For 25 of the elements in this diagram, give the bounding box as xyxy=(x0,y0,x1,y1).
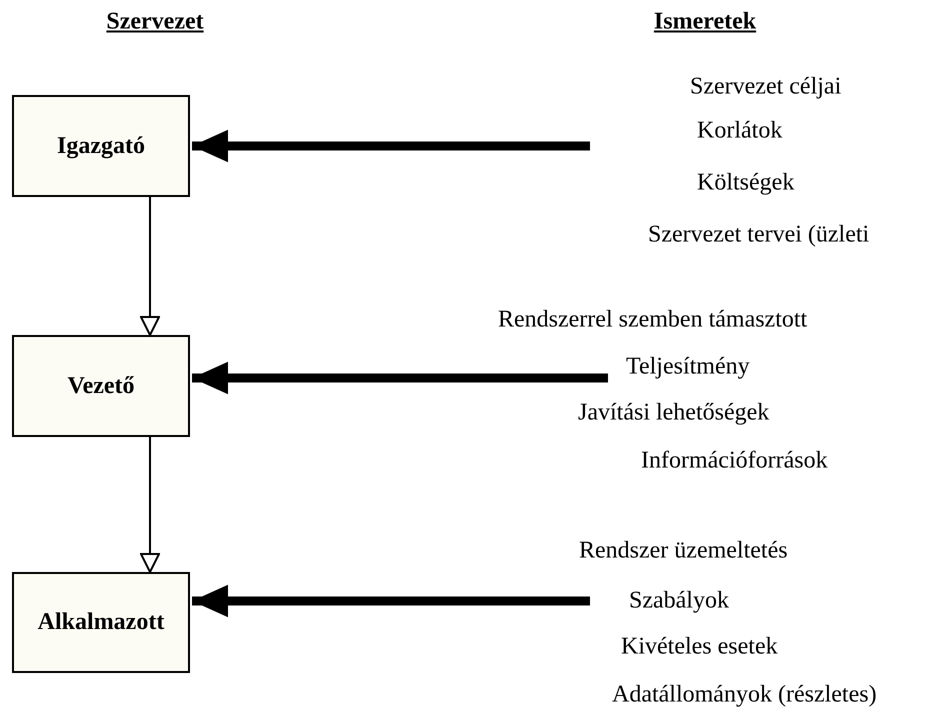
knowledge-item: Rendszer üzemeltetés xyxy=(579,538,788,564)
knowledge-item: Rendszerrel szemben támasztott xyxy=(498,306,808,334)
knowledge-item: Korlátok xyxy=(697,118,782,144)
knowledge-item: Javítási lehetőségek xyxy=(578,400,770,426)
knowledge-item: Szervezet céljai xyxy=(690,74,842,100)
thick-arrow xyxy=(192,584,590,618)
knowledge-item: Költségek xyxy=(697,170,794,196)
column-heading: Szervezet xyxy=(106,8,204,36)
role-name: Alkalmazott xyxy=(38,609,164,636)
knowledge-item: Információforrások xyxy=(641,448,828,474)
role-box xyxy=(12,572,190,673)
thick-arrow xyxy=(192,130,590,162)
knowledge-item: Kivételes esetek xyxy=(621,634,778,660)
role-box xyxy=(12,335,190,437)
column-heading: Ismeretek xyxy=(654,8,756,36)
knowledge-item: Szervezet tervei (üzleti xyxy=(648,222,870,248)
thick-arrow xyxy=(192,362,608,394)
role-name: Igazgató xyxy=(57,132,145,160)
role-box xyxy=(12,95,190,197)
knowledge-item: Szabályok xyxy=(629,588,729,614)
role-name: Vezető xyxy=(67,372,135,400)
knowledge-item: Adatállományok (részletes) xyxy=(612,682,877,708)
arrow xyxy=(140,437,160,573)
knowledge-item: Teljesítmény xyxy=(626,354,750,380)
arrow xyxy=(140,197,160,336)
